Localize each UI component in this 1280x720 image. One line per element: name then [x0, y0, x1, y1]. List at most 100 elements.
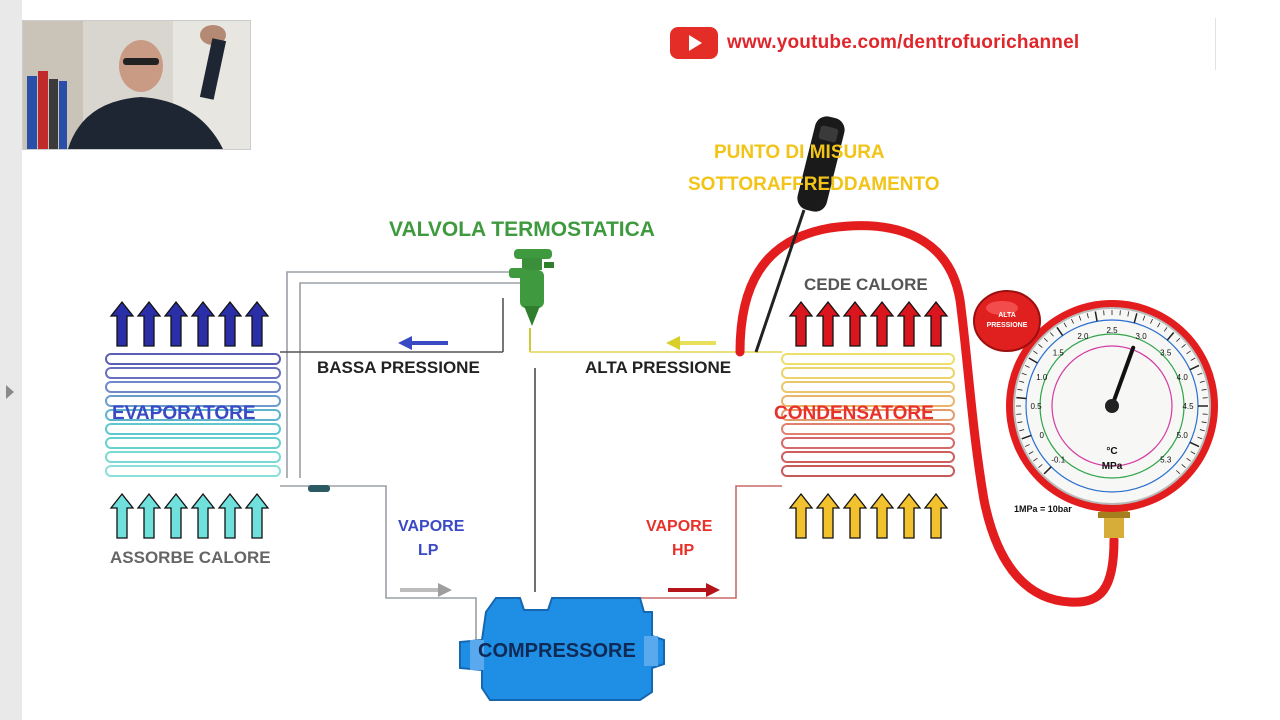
gauge-tick-label: 1.0 [1036, 373, 1048, 382]
gauge-tick [1043, 466, 1052, 475]
gauge-tick-label: 5.0 [1177, 431, 1189, 440]
thermometer-probe-icon [754, 116, 845, 353]
up-arrow-icon [190, 492, 216, 539]
gauge-tick [1197, 436, 1203, 440]
flow-arrow-hp-vapor-icon [668, 583, 720, 597]
gauge-tick-label: 4.0 [1177, 373, 1189, 382]
gauge-tick [1189, 441, 1200, 448]
evaporator-top-arrows [109, 300, 270, 347]
gauge-tick [1199, 380, 1205, 383]
gauge-tick [1019, 429, 1025, 432]
gauge-tick-label: 3.0 [1136, 332, 1148, 341]
flow-arrow-high-pressure-icon [666, 336, 716, 350]
valve-label: VALVOLA TERMOSTATICA [389, 218, 655, 241]
gauge-tick [1019, 380, 1025, 383]
gauge-tick [1094, 311, 1098, 322]
up-arrow-icon [842, 300, 868, 347]
gauge-tick [1157, 322, 1161, 328]
webcam-overlay [22, 20, 251, 150]
gauge-tick [1189, 364, 1200, 371]
vapor-hp-label-2: HP [672, 542, 695, 559]
condenser-label: CONDENSATORE [774, 403, 934, 424]
gauge-tick-label: 1.5 [1053, 348, 1065, 357]
high-pressure-label: ALTA PRESSIONE [585, 358, 732, 377]
gauge-needle [1110, 345, 1136, 408]
flow-arrow-lp-vapor-icon [400, 583, 452, 597]
expand-arrow-icon[interactable] [6, 385, 14, 399]
thermostatic-valve-icon [509, 249, 554, 326]
gauge-tick [1049, 332, 1054, 337]
gauge-tick [1086, 313, 1089, 319]
gauge-tick [1163, 327, 1168, 332]
gauge-tick-label: 0 [1040, 431, 1045, 440]
condenser-top-arrows [788, 300, 949, 347]
gauge-tick-marks [1016, 310, 1208, 475]
low-pressure-label: BASSA PRESSIONE [317, 358, 480, 377]
gauge-tick [1071, 318, 1074, 324]
gauge-tick [1176, 470, 1181, 475]
gauge-tick [1166, 331, 1175, 341]
up-arrow-icon [896, 492, 922, 539]
youtube-channel-link[interactable]: www.youtube.com/dentrofuorichannel [670, 26, 1079, 60]
gauge-tick [1056, 326, 1064, 336]
gauge-tick [1190, 357, 1196, 361]
gauge-tick [1021, 372, 1027, 376]
up-arrow-icon [869, 492, 895, 539]
conversion-note: 1MPa = 10bar [1014, 504, 1072, 514]
gauge-tick-label: -0.1 [1051, 456, 1065, 465]
evaporator-label: EVAPORATORE [112, 403, 256, 424]
gauge-tick [1017, 421, 1023, 424]
gauge-tick [1016, 396, 1027, 400]
gauge-tick [1033, 457, 1038, 462]
gauge-unit-mpa: MPa [1102, 461, 1123, 472]
evaporator-coil [105, 353, 281, 477]
gauge-tick [1133, 313, 1138, 324]
piping [280, 271, 782, 640]
gauge-tick [1201, 388, 1207, 391]
evaporator-bottom-arrows [109, 492, 270, 539]
gauge-tick [1021, 434, 1032, 440]
high-pressure-badge: ALTA PRESSIONE [972, 290, 1042, 352]
up-arrow-icon [788, 300, 814, 347]
up-arrow-icon [217, 492, 243, 539]
badge-line-1: ALTA [998, 312, 1016, 319]
gauge-tick [1043, 337, 1048, 342]
gauge-unit-celsius: °C [1106, 446, 1117, 457]
gauge-tick [1142, 315, 1146, 321]
gauge-tick [1181, 464, 1186, 469]
up-arrow-icon [217, 300, 243, 347]
gauge-tick [1028, 451, 1034, 455]
up-arrow-icon [244, 492, 270, 539]
up-arrow-icon [136, 300, 162, 347]
condenser-bottom-arrows [788, 492, 949, 539]
divider-line [1215, 18, 1216, 70]
sensor-bulb-icon [308, 485, 330, 492]
gauge-tick-label: 0.5 [1030, 402, 1042, 411]
releases-heat-label: CEDE CALORE [804, 275, 928, 294]
up-arrow-icon [815, 492, 841, 539]
gauge-tick-label: 2.0 [1077, 332, 1089, 341]
up-arrow-icon [842, 492, 868, 539]
up-arrow-icon [109, 492, 135, 539]
pressure-hose [735, 221, 1119, 607]
gauge-hub-icon [1105, 399, 1119, 413]
youtube-logo-icon [670, 27, 718, 59]
gauge-tick [1127, 311, 1130, 317]
up-arrow-icon [869, 300, 895, 347]
gauge-tick-label: 2.5 [1106, 326, 1118, 335]
gauge-tick [1033, 350, 1038, 355]
channel-url[interactable]: www.youtube.com/dentrofuorichannel [727, 32, 1080, 53]
presenter-video-icon [23, 21, 250, 149]
up-arrow-icon [163, 300, 189, 347]
gauge-tick [1199, 429, 1205, 432]
compressor-label: COMPRESSORE [478, 640, 636, 662]
up-arrow-icon [190, 300, 216, 347]
gauge-tick-label: 4.5 [1182, 402, 1194, 411]
measure-point-label: PUNTO DI MISURA [714, 142, 885, 163]
up-arrow-icon [136, 492, 162, 539]
gauge-tick [1024, 365, 1030, 368]
gauge-tick [1201, 421, 1207, 424]
condenser-coil [781, 353, 955, 477]
subcooling-label: SOTTORAFFREDDAMENTO [688, 174, 940, 195]
